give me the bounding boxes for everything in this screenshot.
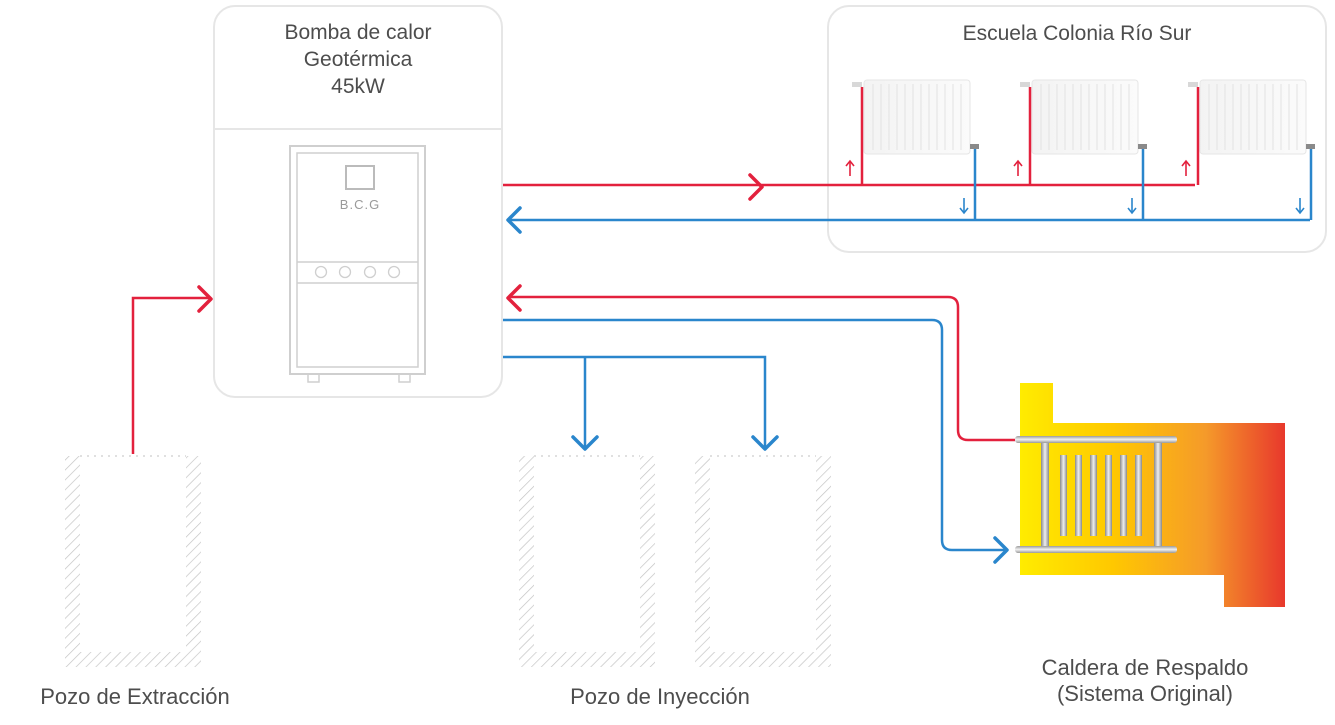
injection-well-label: Pozo de Inyección <box>570 684 750 709</box>
cold-small-arrow-icon <box>959 198 1305 215</box>
heat-pump-divider <box>215 128 501 130</box>
heat-pump-unit <box>289 145 426 383</box>
unit-code-label: B.C.G <box>339 197 381 212</box>
injection-pipe <box>503 355 779 451</box>
radiator <box>1020 79 1147 155</box>
extraction-well-label: Pozo de Extracción <box>40 684 230 709</box>
boiler-label: Caldera de Respaldo (Sistema Original) <box>1041 655 1249 707</box>
heat-pump-title: Bomba de calor Geotérmica 45kW <box>284 21 432 98</box>
backup-boiler <box>1015 383 1285 607</box>
cold-return-line <box>506 149 1313 234</box>
boiler-cold-pipe <box>503 318 1009 564</box>
extraction-pipe <box>131 285 213 454</box>
heat-pump-box <box>213 5 503 398</box>
hot-supply-line <box>503 87 1200 201</box>
hot-small-arrow-icon <box>845 159 1191 176</box>
boiler-hot-pipe <box>506 284 1015 442</box>
injection-well-2 <box>695 455 831 667</box>
radiator <box>1188 79 1315 155</box>
school-title: Escuela Colonia Río Sur <box>962 22 1192 45</box>
radiator <box>852 79 979 155</box>
injection-well-1 <box>519 455 655 667</box>
extraction-well <box>65 455 201 667</box>
